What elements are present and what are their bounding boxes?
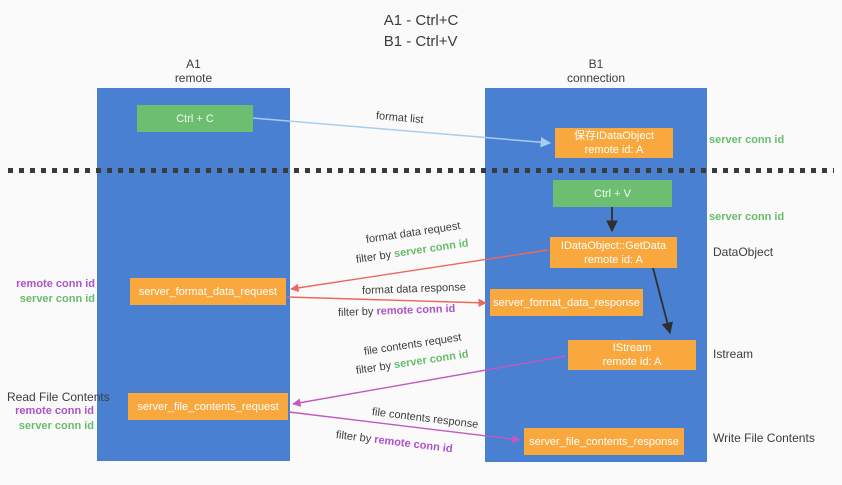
dataobject-text: DataObject bbox=[713, 245, 774, 259]
getdata-to-istream-arrow bbox=[652, 267, 673, 335]
label-conn-ids-left-top: remote conn id server conn id bbox=[0, 277, 95, 307]
label-istream-right: Istream bbox=[713, 347, 753, 361]
lifeline-b1-role: connection bbox=[566, 71, 626, 85]
node-istream-line2: remote id: A bbox=[602, 356, 662, 368]
node-ctrl-c-label: Ctrl + C bbox=[176, 112, 214, 125]
read-file-contents-text: Read File Contents bbox=[7, 390, 110, 404]
node-file-request-label: server_file_contents_request bbox=[137, 400, 279, 413]
write-file-contents-text: Write File Contents bbox=[713, 431, 815, 445]
node-format-response-label: server_format_data_response bbox=[493, 296, 640, 309]
node-server-format-data-response: server_format_data_response bbox=[490, 289, 643, 316]
node-save-idataobject: 保存IDataObject remote id: A bbox=[555, 128, 673, 158]
file-contents-request-arrow bbox=[292, 355, 567, 407]
lifeline-header-a1: A1 remote bbox=[97, 57, 290, 85]
remote-conn-id-left-text: remote conn id bbox=[16, 278, 95, 290]
istream-right-text: Istream bbox=[713, 347, 754, 361]
node-save-idataobject-line1: 保存IDataObject bbox=[573, 130, 655, 142]
node-getdata-line1: IDataObject::GetData bbox=[560, 239, 667, 252]
node-istream: IStream remote id: A bbox=[568, 340, 696, 370]
node-file-response-label: server_file_contents_response bbox=[529, 435, 679, 448]
server-conn-id-left-text: server conn id bbox=[18, 420, 94, 432]
phase-divider-dotted-line bbox=[8, 168, 834, 173]
node-ctrl-v-label: Ctrl + V bbox=[594, 187, 631, 200]
label-read-file-contents: Read File Contents bbox=[7, 390, 110, 404]
node-ctrl-c: Ctrl + C bbox=[137, 105, 253, 132]
node-getdata-line2: remote id: A bbox=[584, 253, 643, 266]
lifeline-a1-name: A1 bbox=[186, 57, 201, 71]
format-data-request-arrow bbox=[290, 249, 549, 293]
lifeline-header-b1: B1 connection bbox=[485, 57, 707, 85]
lifeline-a1-role: remote bbox=[174, 71, 213, 85]
server-conn-id-right-top-text: server conn id bbox=[709, 134, 785, 146]
remote-conn-id-left-text: remote conn id bbox=[15, 405, 94, 417]
node-idataobject-getdata: IDataObject::GetData remote id: A bbox=[550, 237, 677, 268]
server-conn-id-right-mid-text: server conn id bbox=[709, 211, 785, 223]
label-write-file-contents: Write File Contents bbox=[713, 431, 815, 445]
lifeline-b1-name: B1 bbox=[588, 57, 604, 71]
label-server-conn-id-right-mid: server conn id bbox=[709, 211, 784, 223]
format-data-response-arrow bbox=[286, 296, 487, 307]
node-istream-line1: IStream bbox=[612, 342, 652, 354]
node-server-file-contents-request: server_file_contents_request bbox=[128, 393, 288, 420]
label-dataobject: DataObject bbox=[713, 245, 773, 259]
node-ctrl-v: Ctrl + V bbox=[553, 180, 672, 207]
node-server-format-data-request: server_format_data_request bbox=[130, 278, 286, 305]
label-server-conn-id-right-top: server conn id bbox=[709, 134, 784, 146]
filter-by-prefix: filter by bbox=[337, 305, 377, 319]
node-format-request-label: server_format_data_request bbox=[138, 285, 278, 298]
file-contents-response-arrow bbox=[288, 411, 521, 444]
node-save-idataobject-line2: remote id: A bbox=[584, 144, 644, 156]
label-conn-ids-left-bottom: remote conn id server conn id bbox=[0, 404, 94, 434]
format-list-arrow bbox=[252, 117, 552, 148]
diagram-title: A1 - Ctrl+C B1 - Ctrl+V bbox=[0, 10, 842, 52]
title-line-2: B1 - Ctrl+V bbox=[383, 33, 458, 50]
title-line-1: A1 - Ctrl+C bbox=[383, 12, 459, 29]
server-conn-id-left-text: server conn id bbox=[19, 293, 95, 305]
node-server-file-contents-response: server_file_contents_response bbox=[524, 428, 684, 455]
